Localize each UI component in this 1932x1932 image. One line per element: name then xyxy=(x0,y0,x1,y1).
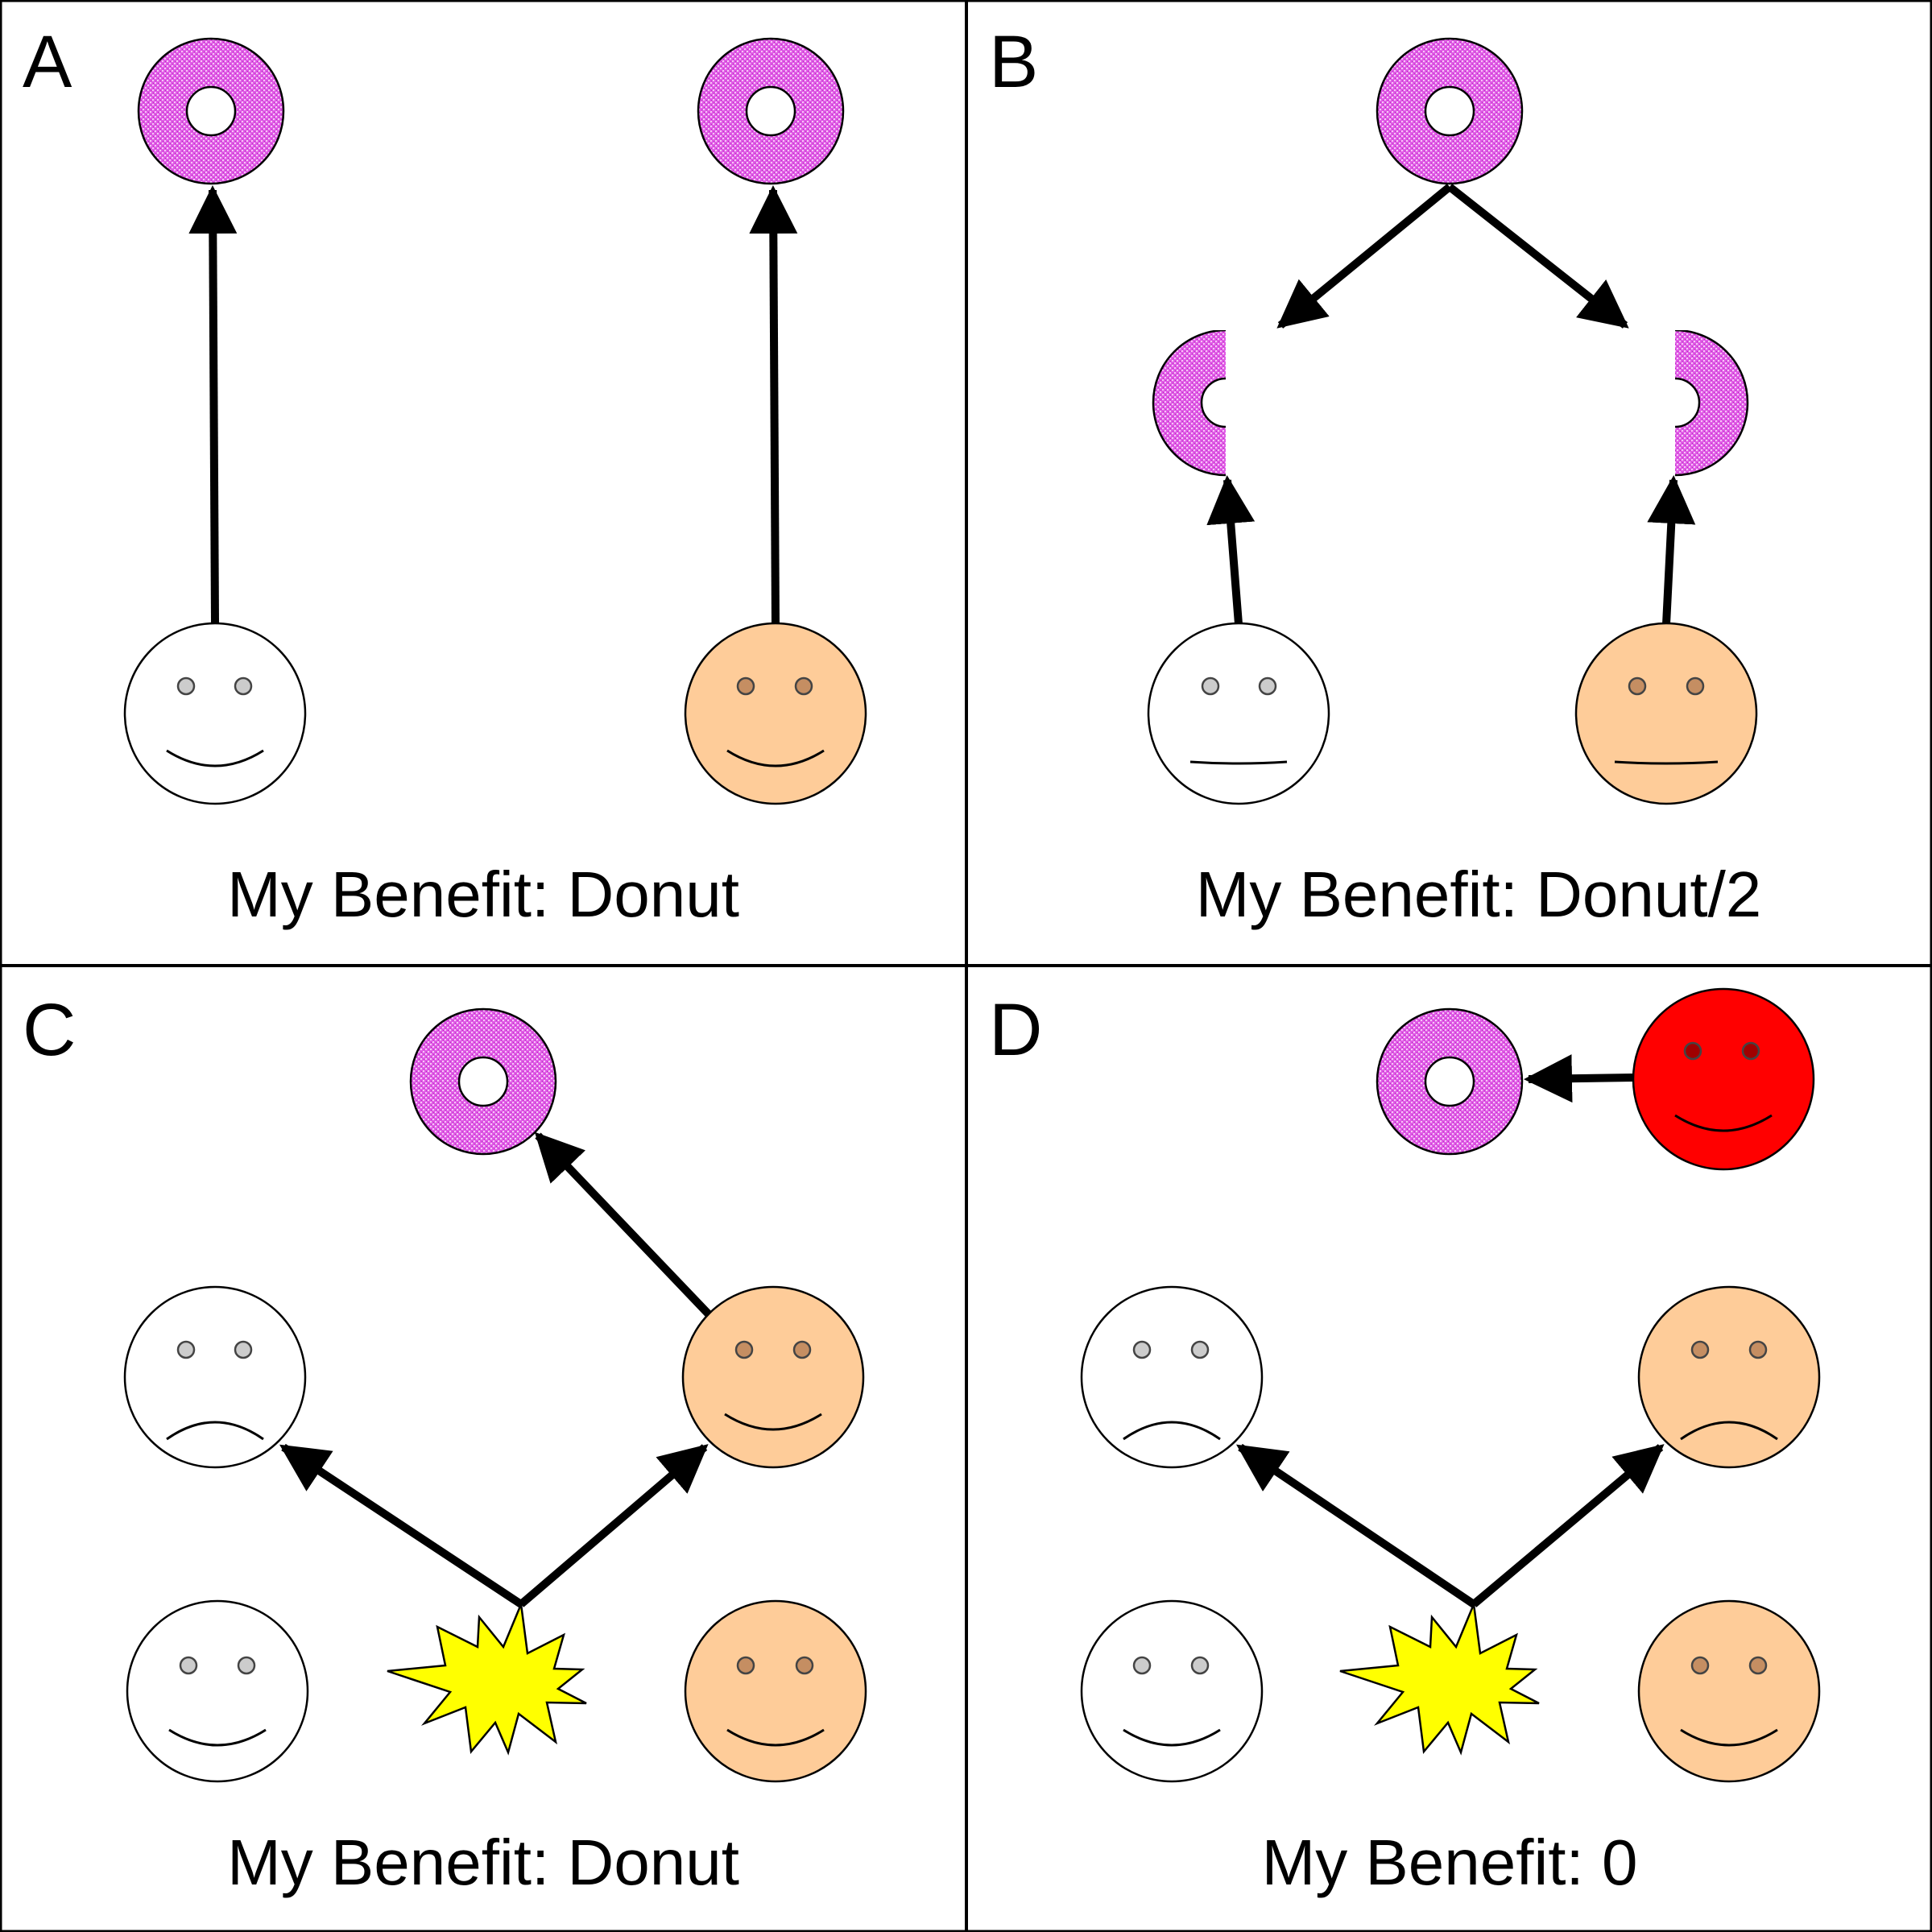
smiling-face-icon xyxy=(1080,1599,1264,1783)
angry-red-face-icon xyxy=(1632,987,1815,1171)
smiling-face-icon xyxy=(684,622,867,805)
smiling-face-icon xyxy=(126,1599,309,1783)
arrow xyxy=(1206,475,1256,625)
panel-d: D xyxy=(989,987,1821,1898)
benefit-caption: My Benefit: Donut xyxy=(227,858,739,930)
arrow xyxy=(518,1444,709,1607)
half-donut-left-icon xyxy=(1152,330,1226,477)
half-donut-right-icon xyxy=(1675,330,1749,477)
donut-icon xyxy=(137,37,285,185)
smiling-face-icon xyxy=(684,1599,867,1783)
smiling-face-icon xyxy=(1637,1599,1821,1783)
arrow xyxy=(1236,1443,1476,1608)
explosion-icon xyxy=(387,1600,587,1756)
donut-icon xyxy=(697,37,845,185)
panel-b: B My Benefit: Donut/2 xyxy=(989,21,1761,930)
sad-face-icon xyxy=(1080,1285,1264,1469)
panel-letter-c: C xyxy=(23,989,76,1071)
arrow xyxy=(1446,184,1629,329)
arrow xyxy=(1647,475,1696,625)
explosion-icon xyxy=(1339,1600,1540,1756)
sad-face-icon xyxy=(1637,1285,1821,1469)
arrow xyxy=(1471,1444,1665,1607)
arrow xyxy=(1276,184,1453,329)
arrow xyxy=(749,185,798,625)
arrow xyxy=(279,1443,523,1608)
benefit-caption: My Benefit: Donut xyxy=(227,1827,739,1898)
neutral-face-icon xyxy=(1147,622,1330,805)
smiling-face-icon xyxy=(681,1285,865,1469)
sad-face-icon xyxy=(123,1285,307,1469)
panel-a: A My Benefit: Donut xyxy=(23,21,867,930)
benefit-caption: My Benefit: Donut/2 xyxy=(1196,858,1762,930)
panel-letter-d: D xyxy=(989,989,1042,1071)
panel-letter-b: B xyxy=(989,21,1038,103)
smiling-face-icon xyxy=(123,622,307,805)
arrow xyxy=(1524,1054,1634,1103)
donut-icon xyxy=(409,1007,557,1156)
donut-icon xyxy=(1376,37,1524,185)
benefit-caption: My Benefit: 0 xyxy=(1262,1827,1638,1898)
neutral-face-icon xyxy=(1574,622,1758,805)
arrow xyxy=(534,1131,712,1318)
panel-c: C xyxy=(23,989,867,1898)
donut-icon xyxy=(1376,1007,1524,1156)
arrow xyxy=(188,185,238,625)
panel-letter-a: A xyxy=(23,21,72,103)
